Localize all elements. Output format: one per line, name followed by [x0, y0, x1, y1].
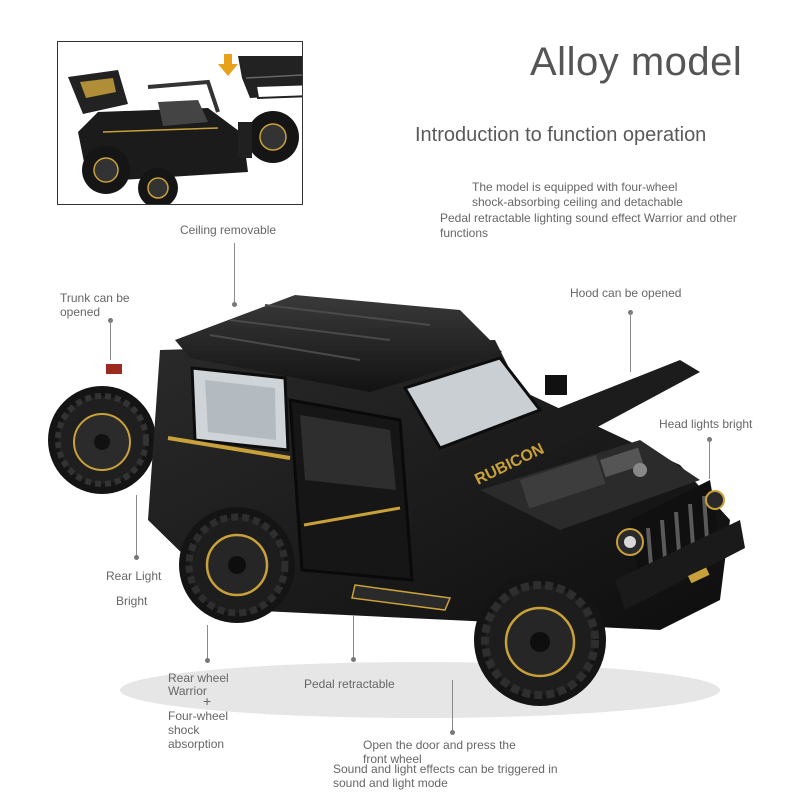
callout-pedal-retractable: Pedal retractable	[304, 677, 395, 691]
callout-shock-line-2: shock	[168, 723, 200, 737]
plus-icon: +	[203, 693, 212, 709]
callout-trunk-line-1: Trunk can be	[60, 291, 130, 305]
callout-door-line-1: Open the door and press the	[363, 738, 516, 752]
callout-rear-wheel-line-2: Warrior	[168, 684, 207, 698]
side-stripe	[167, 436, 291, 460]
side-mirror	[545, 375, 567, 395]
open-hood	[440, 360, 700, 490]
callout-trunk-line-2: opened	[60, 305, 101, 319]
callout-sound-line-1: Sound and light effects can be triggered…	[333, 762, 558, 776]
spare-wheel	[48, 364, 156, 494]
side-pedal	[351, 584, 452, 611]
headlight-icon	[616, 490, 725, 556]
arrow-down-icon	[218, 54, 238, 76]
front-wheel	[474, 574, 606, 706]
inset-roof-removed-image	[57, 41, 303, 205]
main-vehicle-image: RUBICON	[48, 295, 745, 718]
detached-roof-panel	[238, 56, 302, 100]
page-title: Alloy model	[530, 40, 743, 84]
page-subtitle: Introduction to function operation	[415, 124, 707, 146]
hard-top-roof	[175, 295, 502, 392]
callout-door-line-2: front wheel	[363, 752, 422, 766]
callout-rear-wheel-line-1: Rear wheel	[168, 671, 229, 685]
description-line-1: The model is equipped with four-wheel	[472, 180, 678, 194]
callout-sound-line-2: sound and light mode	[333, 776, 448, 790]
callout-shock-line-1: Four-wheel	[168, 709, 229, 723]
inset-car	[68, 70, 299, 204]
callout-hood-opened: Hood can be opened	[570, 286, 682, 300]
engine-bay	[480, 440, 700, 530]
callout-ceiling-removable: Ceiling removable	[180, 223, 277, 237]
callout-rear-light: Rear Light	[106, 569, 162, 583]
callout-bright: Bright	[116, 594, 148, 608]
rear-wheel	[179, 507, 295, 623]
description-line-3: Pedal retractable lighting sound effect …	[440, 211, 737, 225]
callout-shock-line-3: absorption	[168, 737, 225, 751]
front-bumper	[615, 520, 745, 610]
description-line-4: functions	[440, 226, 489, 240]
description-line-2: shock-absorbing ceiling and detachable	[472, 195, 683, 209]
callout-head-lights: Head lights bright	[659, 417, 753, 431]
windshield	[402, 356, 543, 450]
